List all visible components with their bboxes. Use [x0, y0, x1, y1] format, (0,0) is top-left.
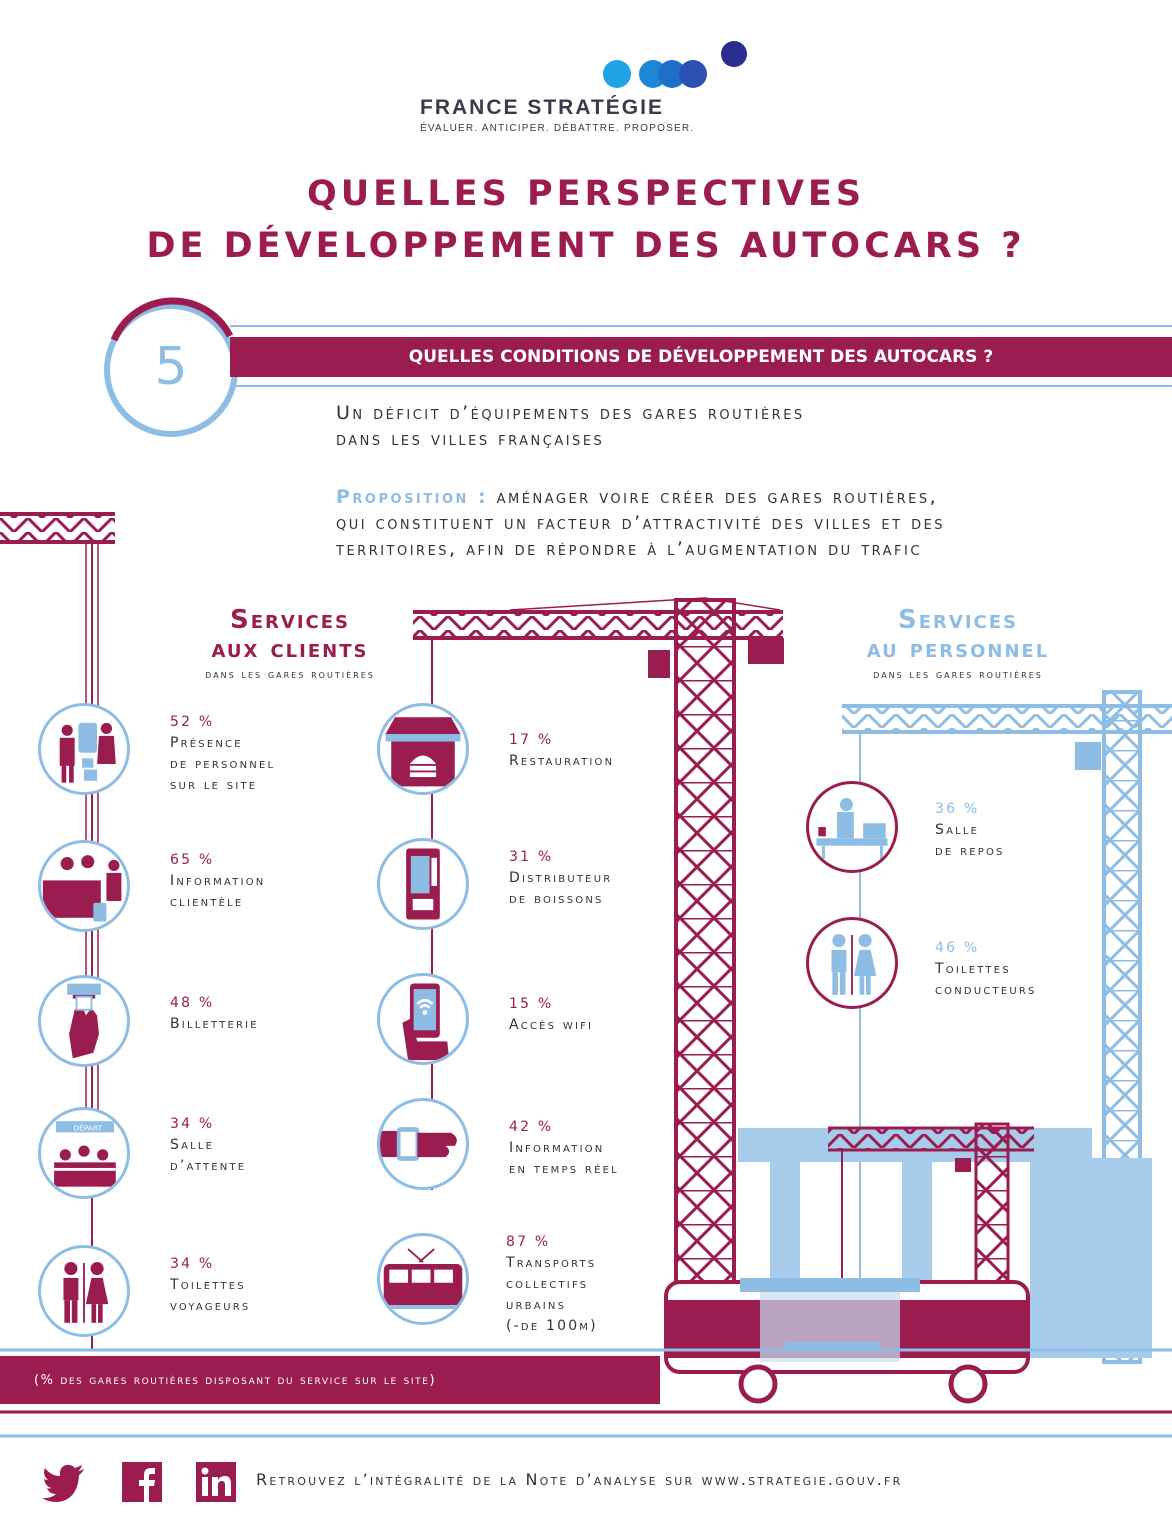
service-pct: 36 %	[935, 801, 980, 817]
logo-dot-1	[603, 60, 631, 88]
waiting-room-icon: DÉPART	[38, 1107, 130, 1199]
smartwatch-icon	[377, 1098, 469, 1190]
service-pct: 65 %	[170, 852, 215, 868]
service-pct: 42 %	[509, 1119, 554, 1135]
section-title: QUELLES CONDITIONS DE DÉVELOPPEMENT DES …	[408, 347, 994, 367]
service-pct: 48 %	[170, 995, 215, 1011]
service-label: Accès wifi	[509, 1017, 594, 1033]
staff-subtitle: dans les gares routières	[873, 667, 1043, 681]
intro-line2: dans les villes françaises	[336, 428, 605, 450]
facebook-icon[interactable]	[120, 1460, 164, 1504]
clients-title-line1: Services	[230, 605, 350, 635]
service-label: collectifs	[506, 1276, 589, 1292]
service-label: clientèle	[170, 894, 244, 910]
service-pct: 52 %	[170, 714, 215, 730]
service-passenger-toilets: 34 % Toilettes voyageurs	[170, 1254, 250, 1317]
service-urban-transport: 87 % Transports collectifs urbains (-de …	[506, 1232, 598, 1337]
service-label: Information	[170, 873, 266, 889]
service-label: de boissons	[509, 891, 604, 907]
service-waiting-room: 34 % Salle d’attente	[170, 1114, 246, 1177]
vending-machine-icon	[377, 838, 469, 930]
section-number: 5	[154, 337, 188, 397]
service-pct: 31 %	[509, 849, 554, 865]
service-customer-info: 65 % Information clientèle	[170, 850, 265, 913]
proposition-label: Proposition :	[336, 486, 489, 508]
service-rest-room: 36 % Salle de repos	[935, 799, 1005, 862]
proposition-line1: Proposition : aménager voire créer des g…	[336, 486, 938, 508]
service-pct: 34 %	[170, 1116, 215, 1132]
restaurant-icon	[377, 703, 469, 795]
logo-dot-4	[679, 60, 707, 88]
page-title-line2: DE DÉVELOPPEMENT DES AUTOCARS ?	[146, 226, 1026, 266]
service-drink-dispenser: 31 % Distributeur de boissons	[509, 847, 612, 910]
twitter-icon[interactable]	[42, 1460, 86, 1504]
service-ticketing: 48 % Billetterie	[170, 993, 259, 1035]
logo-dots	[603, 41, 747, 88]
service-wifi: 15 % Accès wifi	[509, 994, 593, 1036]
service-label: Billetterie	[170, 1016, 259, 1032]
service-realtime-info: 42 % Information en temps réel	[509, 1117, 619, 1180]
staff-luggage-icon	[38, 703, 130, 795]
info-desk-icon	[38, 840, 130, 932]
staff-toilets-icon	[806, 917, 898, 1009]
service-label: de personnel	[170, 756, 276, 772]
service-label: voyageurs	[170, 1298, 251, 1314]
logo-org-name: FRANCE STRATÉGIE	[420, 96, 664, 119]
service-label: Transports	[506, 1255, 597, 1271]
logo-tagline: ÉVALUER. ANTICIPER. DÉBATTRE. PROPOSER.	[420, 123, 695, 134]
service-label: de repos	[935, 843, 1005, 859]
service-label: Toilettes	[170, 1277, 246, 1293]
service-label: Salle	[170, 1137, 215, 1153]
staff-title-line1: Services	[898, 605, 1018, 635]
wifi-phone-icon	[377, 973, 469, 1065]
footnote: (% des gares routières disposant du serv…	[34, 1373, 437, 1388]
intro-line1: Un déficit d’équipements des gares routi…	[336, 402, 805, 424]
toilets-icon	[38, 1245, 130, 1337]
service-label: en temps réel	[509, 1161, 619, 1177]
proposition-text1: aménager voire créer des gares routières…	[488, 486, 939, 508]
service-label: Restauration	[509, 753, 615, 769]
service-label: sur le site	[170, 777, 258, 793]
logo-dot-5	[721, 41, 747, 67]
service-label: Salle	[935, 822, 980, 838]
service-label: d’attente	[170, 1158, 247, 1174]
service-driver-toilets: 46 % Toilettes conducteurs	[935, 938, 1037, 1001]
footer-band	[0, 1356, 660, 1404]
page-title-line1: QUELLES PERSPECTIVES	[306, 174, 866, 214]
rest-room-icon	[806, 781, 898, 873]
footer-link-text: Retrouvez l’intégralité de la Note d’ana…	[256, 1470, 903, 1489]
staff-title-line2: au personnel	[866, 634, 1050, 664]
departure-sign-text: DÉPART	[73, 1124, 102, 1133]
service-staff-presence: 52 % Présence de personnel sur le site	[170, 712, 275, 796]
service-pct: 17 %	[509, 732, 554, 748]
service-pct: 15 %	[509, 996, 554, 1012]
service-label: urbains	[506, 1297, 567, 1313]
clients-title-line2: aux clients	[211, 634, 369, 664]
tram-icon	[377, 1233, 469, 1325]
service-label: Information	[509, 1140, 605, 1156]
service-label: Présence	[170, 735, 243, 751]
proposition-line2: qui constituent un facteur d’attractivit…	[336, 512, 946, 534]
service-pct: 46 %	[935, 940, 980, 956]
linkedin-icon[interactable]	[194, 1460, 238, 1504]
section-band	[230, 337, 1172, 377]
service-restaurant: 17 % Restauration	[509, 730, 614, 772]
service-label: conducteurs	[935, 982, 1037, 998]
service-pct: 34 %	[170, 1256, 215, 1272]
service-label: Distributeur	[509, 870, 613, 886]
clients-subtitle: dans les gares routières	[205, 667, 375, 681]
proposition-line3: territoires, afin de répondre à l’augmen…	[336, 538, 922, 560]
service-pct: 87 %	[506, 1234, 551, 1250]
logo-dot-3	[658, 60, 686, 88]
service-label: (-de 100m)	[506, 1318, 598, 1334]
ticket-hand-icon	[38, 975, 130, 1067]
service-label: Toilettes	[935, 961, 1011, 977]
